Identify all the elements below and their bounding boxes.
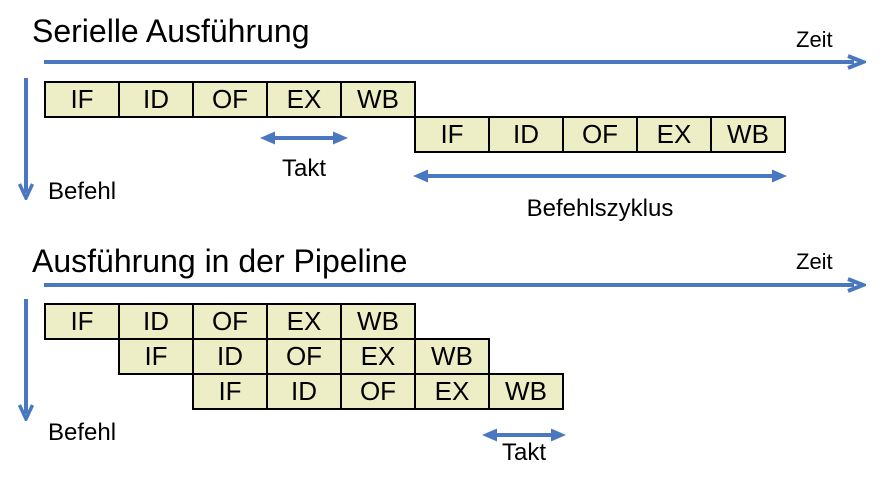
stage-cell: ID xyxy=(118,81,194,118)
stage-cell: IF xyxy=(414,116,490,153)
pipeline-instruction-row-2: IF ID OF EX WB xyxy=(118,338,490,375)
stage-cell: ID xyxy=(118,303,194,340)
stage-cell: EX xyxy=(414,373,490,410)
stage-cell: OF xyxy=(562,116,638,153)
stage-cell: IF xyxy=(44,303,120,340)
stage-cell: EX xyxy=(266,81,342,118)
stage-cell: WB xyxy=(488,373,564,410)
zeit-label: Zeit xyxy=(796,249,833,274)
double-arrow-icon xyxy=(413,169,787,183)
stage-cell: ID xyxy=(488,116,564,153)
serial-title: Serielle Ausführung xyxy=(32,13,310,49)
pipeline-instruction-row-3: IF ID OF EX WB xyxy=(192,373,564,410)
stage-cell: OF xyxy=(266,338,342,375)
stage-cell: IF xyxy=(192,373,268,410)
befehl-label: Befehl xyxy=(48,419,117,446)
takt-label: Takt xyxy=(281,155,326,182)
stage-cell: EX xyxy=(266,303,342,340)
double-arrow-icon xyxy=(260,131,348,145)
right-arrow-icon xyxy=(44,277,866,293)
serial-instruction-row-1: IF ID OF EX WB xyxy=(44,81,416,118)
befehl-label: Befehl xyxy=(48,178,117,205)
takt-label: Takt xyxy=(501,439,546,466)
stage-cell: ID xyxy=(266,373,342,410)
zeit-label: Zeit xyxy=(796,27,833,52)
stage-cell: OF xyxy=(192,303,268,340)
stage-cell: OF xyxy=(192,81,268,118)
stage-cell: WB xyxy=(710,116,786,153)
serial-instruction-row-2: IF ID OF EX WB xyxy=(414,116,786,153)
down-arrow-icon xyxy=(17,78,35,200)
pipeline-title: Ausführung in der Pipeline xyxy=(32,243,408,279)
stage-cell: IF xyxy=(118,338,194,375)
stage-cell: OF xyxy=(340,373,416,410)
stage-cell: WB xyxy=(340,81,416,118)
stage-cell: EX xyxy=(340,338,416,375)
double-arrow-icon xyxy=(482,428,566,442)
stage-cell: WB xyxy=(340,303,416,340)
stage-cell: IF xyxy=(44,81,120,118)
stage-cell: ID xyxy=(192,338,268,375)
right-arrow-icon xyxy=(44,54,866,70)
befehlszyklus-label: Befehlszyklus xyxy=(526,195,674,222)
pipeline-instruction-row-1: IF ID OF EX WB xyxy=(44,303,416,340)
stage-cell: WB xyxy=(414,338,490,375)
stage-cell: EX xyxy=(636,116,712,153)
down-arrow-icon xyxy=(17,299,35,421)
